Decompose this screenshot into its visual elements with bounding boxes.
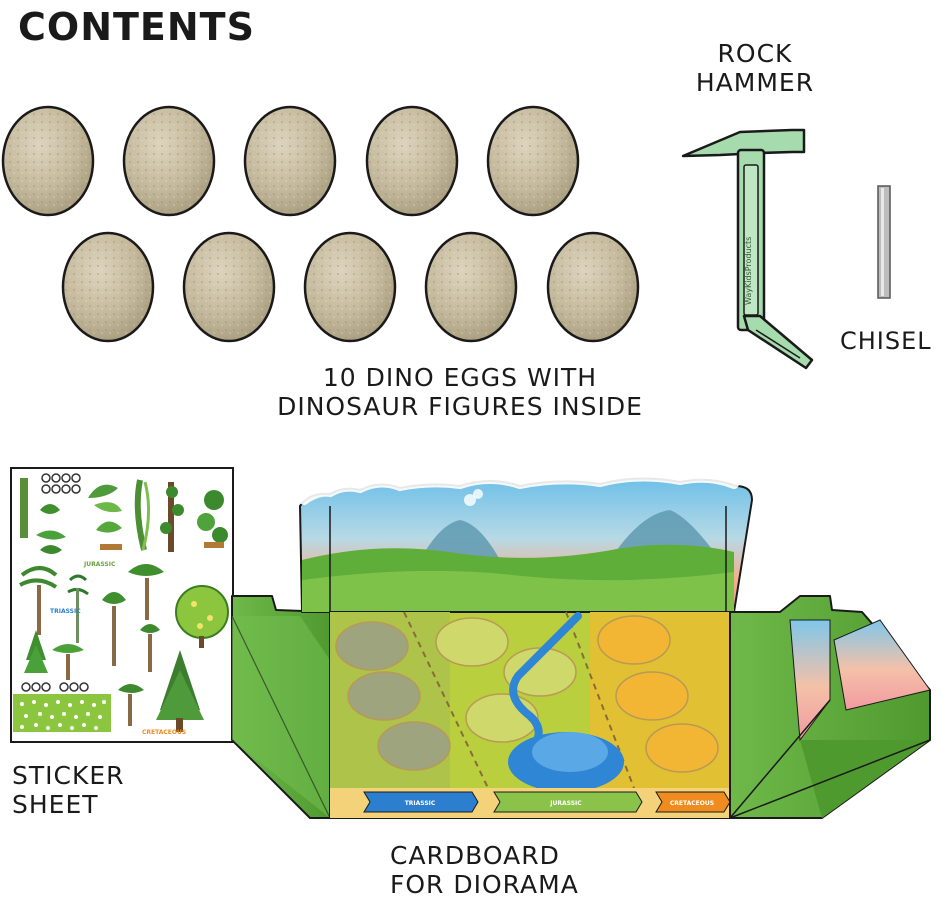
egg [546, 231, 640, 343]
band-triassic: TRIASSIC [405, 800, 436, 807]
sticker-sheet-label-line1: STICKER [12, 761, 125, 790]
egg [61, 231, 155, 343]
cardboard-label-line1: CARDBOARD [390, 841, 560, 870]
dino-eggs-label: 10 DINO EGGS WITH DINOSAUR FIGURES INSID… [250, 363, 670, 422]
sticker-label-triassic: TRIASSIC [50, 608, 81, 615]
sticker-sheet: JURASSIC TRIASSIC CRETACEOUS [10, 467, 234, 743]
page-title: CONTENTS [18, 5, 255, 49]
egg [365, 105, 459, 217]
rock-hammer-label-line1: ROCK [717, 39, 793, 68]
rock-hammer-label: ROCK HAMMER [680, 39, 830, 98]
sticker-label-jurassic: JURASSIC [83, 561, 116, 568]
egg [122, 105, 216, 217]
egg [243, 105, 337, 217]
band-cretaceous: CRETACEOUS [670, 800, 714, 807]
egg [424, 231, 518, 343]
egg [303, 231, 397, 343]
cardboard-label: CARDBOARD FOR DIORAMA [390, 841, 590, 900]
rock-hammer-label-line2: HAMMER [695, 67, 815, 97]
band-jurassic: JURASSIC [549, 800, 582, 807]
dino-eggs-label-line1: 10 DINO EGGS WITH [322, 363, 598, 392]
dino-eggs [1, 105, 640, 343]
cardboard-diorama: TRIASSIC JURASSIC CRETACEOUS [231, 471, 931, 819]
sticker-sheet-label: STICKER SHEET [12, 761, 125, 820]
sticker-sheet-label-line2: SHEET [12, 789, 99, 819]
chisel-label: CHISEL [840, 327, 932, 355]
sticker-label-cretaceous: CRETACEOUS [142, 729, 186, 736]
hammer-handle-text: WayKidsProducts [744, 237, 753, 305]
egg [182, 231, 276, 343]
egg [486, 105, 580, 217]
chisel-icon [877, 185, 891, 299]
egg [1, 105, 95, 217]
dino-eggs-label-line2: DINOSAUR FIGURES INSIDE [277, 391, 643, 421]
rock-hammer-icon: WayKidsProducts [681, 128, 814, 370]
cardboard-label-line2: FOR DIORAMA [390, 869, 579, 899]
